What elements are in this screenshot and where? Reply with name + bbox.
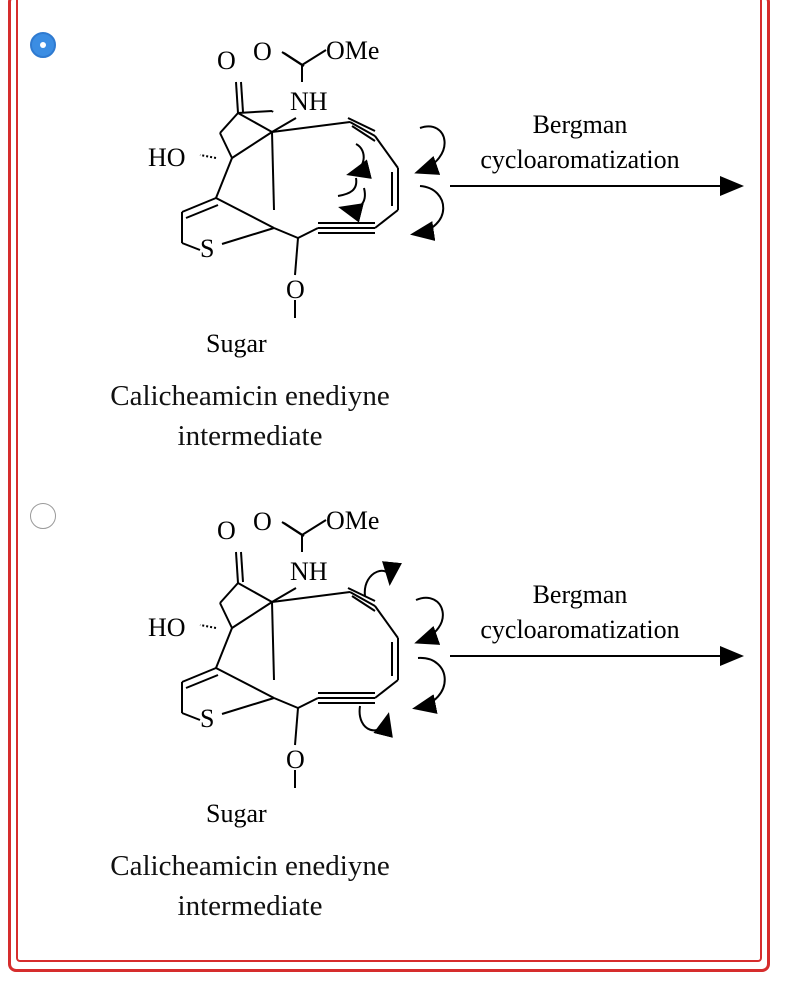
atom-label-o3: O [286,275,305,304]
atom-label-ome: OMe [326,36,379,65]
molecule-caption: Calicheamicin enediyne intermediate [50,846,450,926]
radio-button-selected[interactable] [30,32,56,58]
answer-frame-inner [16,0,762,962]
molecule-skeleton [181,519,399,788]
atom-label-nh: NH [290,87,328,116]
atom-label-o3: O [286,745,305,774]
caption-line-2: intermediate [177,420,323,452]
atom-label-ome: OMe [326,506,379,535]
atom-label-o2: O [253,507,272,536]
answer-option-2[interactable]: Bergman cycloaromatization O O OMe NH HO… [20,470,760,940]
caption-line-1: Calicheamicin enediyne [110,380,390,412]
atom-label-nh: NH [290,557,328,586]
reaction-scheme: Bergman cycloaromatization O O OMe NH HO… [148,506,744,828]
atom-label-o: O [217,516,236,545]
arrow-label-bergman: Bergman [533,580,628,609]
atom-label-sugar: Sugar [206,799,267,828]
arrow-label-bergman: Bergman [533,110,628,139]
arrow-label-cycloaromatization: cycloaromatization [480,145,679,174]
answer-frame [8,0,770,972]
reaction-scheme: Bergman cycloaromatization O O OMe NH HO… [148,36,744,358]
molecule-skeleton [181,49,399,318]
molecule-caption: Calicheamicin enediyne intermediate [50,376,450,456]
arrow-label-cycloaromatization: cycloaromatization [480,615,679,644]
answer-option-1[interactable]: Bergman cycloaromatization O O OMe NH HO… [20,0,760,470]
atom-label-o2: O [253,37,272,66]
caption-line-2: intermediate [177,890,323,922]
atom-label-s: S [200,234,214,263]
radio-button-unselected[interactable] [30,503,56,529]
caption-line-1: Calicheamicin enediyne [110,850,390,882]
atom-label-sugar: Sugar [206,329,267,358]
atom-label-ho: HO [148,143,186,172]
atom-label-s: S [200,704,214,733]
atom-label-ho: HO [148,613,186,642]
atom-label-o: O [217,46,236,75]
